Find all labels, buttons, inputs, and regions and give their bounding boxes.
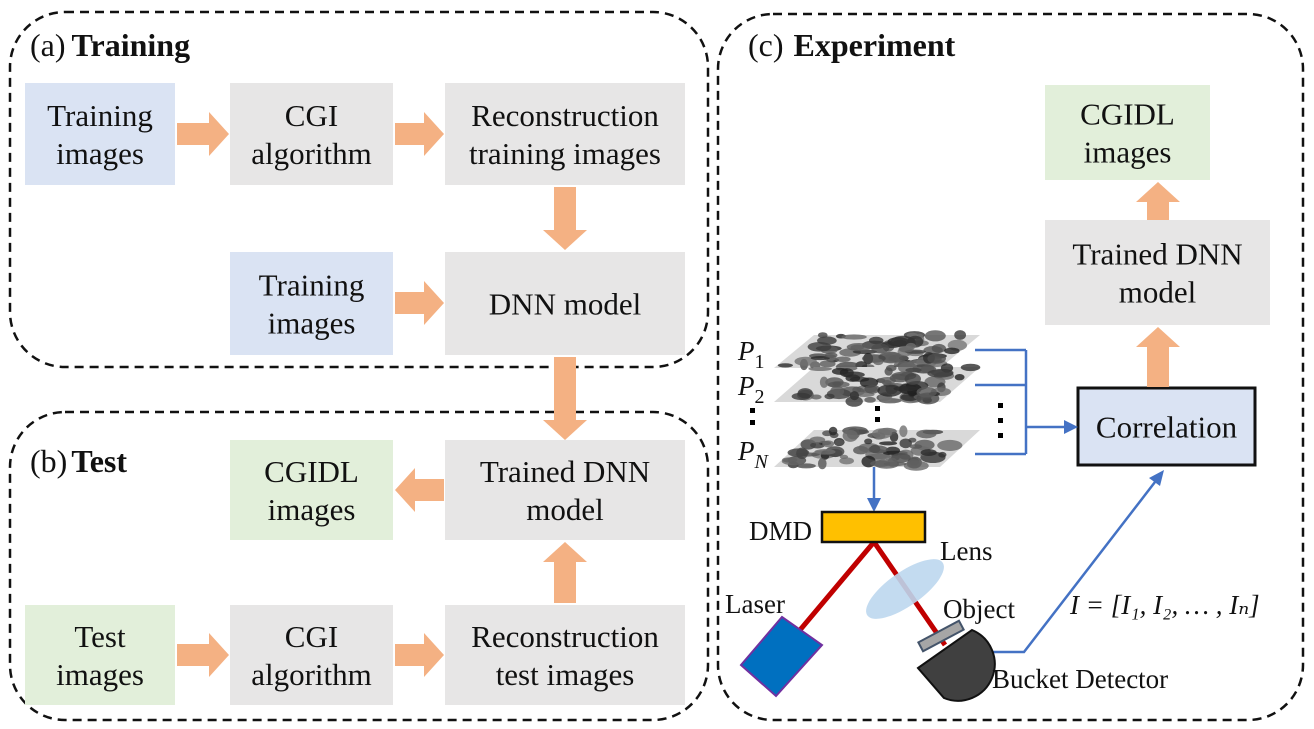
panel-a-box-dnn-model: DNN model xyxy=(445,252,685,355)
ellipsis-dots xyxy=(750,403,1003,438)
box-text: DNN model xyxy=(489,287,641,322)
pattern-bus-lines xyxy=(872,348,1156,654)
pattern-labels: P1 P2 PN xyxy=(737,336,770,473)
box-text: algorithm xyxy=(251,657,372,692)
panel-b-border xyxy=(8,410,710,722)
detector-label: Bucket Detector xyxy=(992,664,1168,694)
flow-arrow xyxy=(543,542,587,603)
box-text: images xyxy=(268,306,356,341)
flow-arrow xyxy=(1136,327,1180,387)
intensity-formula: I = [I₁, I₂, … , Iₙ] xyxy=(1069,590,1260,620)
panel-a-border xyxy=(8,10,710,369)
box-text: Trained DNN xyxy=(1072,237,1242,272)
flow-arrow xyxy=(543,187,587,250)
box-text: test images xyxy=(496,657,635,692)
bucket-detector xyxy=(916,628,996,702)
flow-arrow xyxy=(395,112,444,156)
box-text: Reconstruction xyxy=(471,98,659,133)
arrowheads xyxy=(867,420,1164,512)
laser-label: Laser xyxy=(725,589,785,619)
box-text: Test xyxy=(74,619,126,654)
box-text: training images xyxy=(469,136,661,171)
panel-c-title: (c)Experiment xyxy=(748,27,956,63)
box-text: images xyxy=(1084,135,1172,170)
box-text: CGI xyxy=(285,98,338,133)
laser xyxy=(739,615,824,698)
box-text: CGIDL xyxy=(1080,97,1175,132)
panel-b-title: (b)Test xyxy=(30,443,127,479)
svg-text:PN: PN xyxy=(737,436,770,473)
flow-arrow xyxy=(395,633,444,677)
svg-text:P1: P1 xyxy=(737,336,765,373)
panel-a-title: (a)Training xyxy=(30,27,190,63)
box-text: model xyxy=(526,492,604,527)
flow-arrow xyxy=(543,357,587,440)
flow-arrow xyxy=(177,112,229,156)
panel-c-box-correlation: Correlation xyxy=(1076,386,1257,467)
dmd xyxy=(820,510,927,544)
lens-label: Lens xyxy=(940,536,992,566)
box-text: Trained DNN xyxy=(480,454,650,489)
flow-arrow xyxy=(395,468,444,512)
box-text: Training xyxy=(47,98,153,133)
box-text: Training xyxy=(259,268,365,303)
svg-text:P2: P2 xyxy=(737,371,765,408)
box-text: Correlation xyxy=(1096,410,1238,445)
object xyxy=(916,619,966,653)
box-text: CGIDL xyxy=(264,454,359,489)
flow-arrow xyxy=(1136,182,1180,220)
box-text: algorithm xyxy=(251,136,372,171)
object-label: Object xyxy=(943,594,1015,624)
box-text: images xyxy=(56,136,144,171)
flow-arrow xyxy=(395,281,444,325)
box-text: images xyxy=(268,492,356,527)
lens xyxy=(866,559,944,619)
box-text: Reconstruction xyxy=(471,619,659,654)
flow-arrow xyxy=(177,633,229,677)
box-text: images xyxy=(56,657,144,692)
speckle-pattern xyxy=(774,425,980,471)
speckle-patterns xyxy=(774,330,981,471)
dmd-label: DMD xyxy=(749,516,812,546)
speckle-pattern xyxy=(774,362,981,407)
box-text: model xyxy=(1119,275,1197,310)
panel-c-border xyxy=(716,12,1305,722)
box-text: CGI xyxy=(285,619,338,654)
